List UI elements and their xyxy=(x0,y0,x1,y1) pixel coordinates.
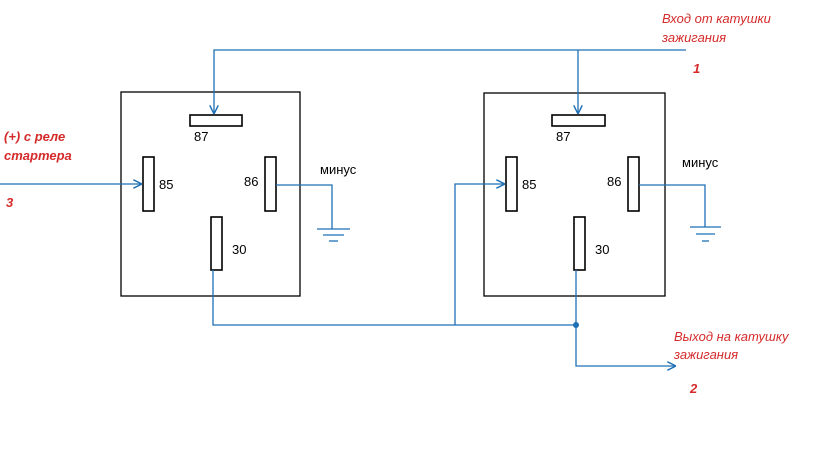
annotation-starter-line1: (+) с реле xyxy=(4,129,65,144)
relay-1-ground-symbol-icon xyxy=(317,228,350,242)
relay-2-ground-label: минус xyxy=(682,155,719,170)
annotation-input-ignition: Вход от катушки зажигания 1 xyxy=(661,11,771,76)
relay-2-pin-86 xyxy=(627,156,640,212)
annotation-starter-line2: стартера xyxy=(4,148,72,163)
relay-2-pin-85-label: 85 xyxy=(522,177,536,192)
wire-relay-1-pin-86-ground xyxy=(276,184,333,229)
annotation-input-number: 1 xyxy=(693,61,700,76)
wire-bus-to-relay-2-pin-85 xyxy=(454,184,504,325)
wire-relay-2-pin-86-ground xyxy=(639,184,706,227)
relay-1-pin-85 xyxy=(142,156,155,212)
wire-input-to-relay-1-pin-87 xyxy=(214,49,686,113)
relay-2-pin-87 xyxy=(551,114,606,127)
relay-1-pin-30-label: 30 xyxy=(232,242,246,257)
relay-2-pin-30 xyxy=(573,216,586,271)
relay-2-pin-86-label: 86 xyxy=(607,174,621,189)
annotation-output-line2: зажигания xyxy=(673,347,738,362)
annotation-output-number: 2 xyxy=(689,381,698,396)
relay-2-ground-symbol-icon xyxy=(690,226,721,242)
relay-1-pin-85-label: 85 xyxy=(159,177,173,192)
relay-2-pin-87-label: 87 xyxy=(556,129,570,144)
wire-output-to-ignition xyxy=(575,325,675,366)
annotation-starter-relay: (+) с реле стартера 3 xyxy=(4,129,72,210)
relay-2-pin-85 xyxy=(505,156,518,212)
relay-1-pin-30 xyxy=(210,216,223,271)
relay-1: 87 85 86 30 xyxy=(120,91,301,297)
relay-1-ground-label: минус xyxy=(320,162,357,177)
relay-1-pin-87-label: 87 xyxy=(194,129,208,144)
annotation-starter-number: 3 xyxy=(6,195,14,210)
relay-1-pin-87 xyxy=(189,114,243,127)
annotation-output-line1: Выход на катушку xyxy=(674,329,790,344)
annotation-input-line1: Вход от катушки xyxy=(662,11,771,26)
annotation-output-ignition: Выход на катушку зажигания 2 xyxy=(673,329,790,396)
relay-2: 87 85 86 30 xyxy=(483,92,666,297)
relay-1-pin-86-label: 86 xyxy=(244,174,258,189)
annotation-input-line2: зажигания xyxy=(661,30,726,45)
relay-2-pin-30-label: 30 xyxy=(595,242,609,257)
relay-1-pin-86 xyxy=(264,156,277,212)
